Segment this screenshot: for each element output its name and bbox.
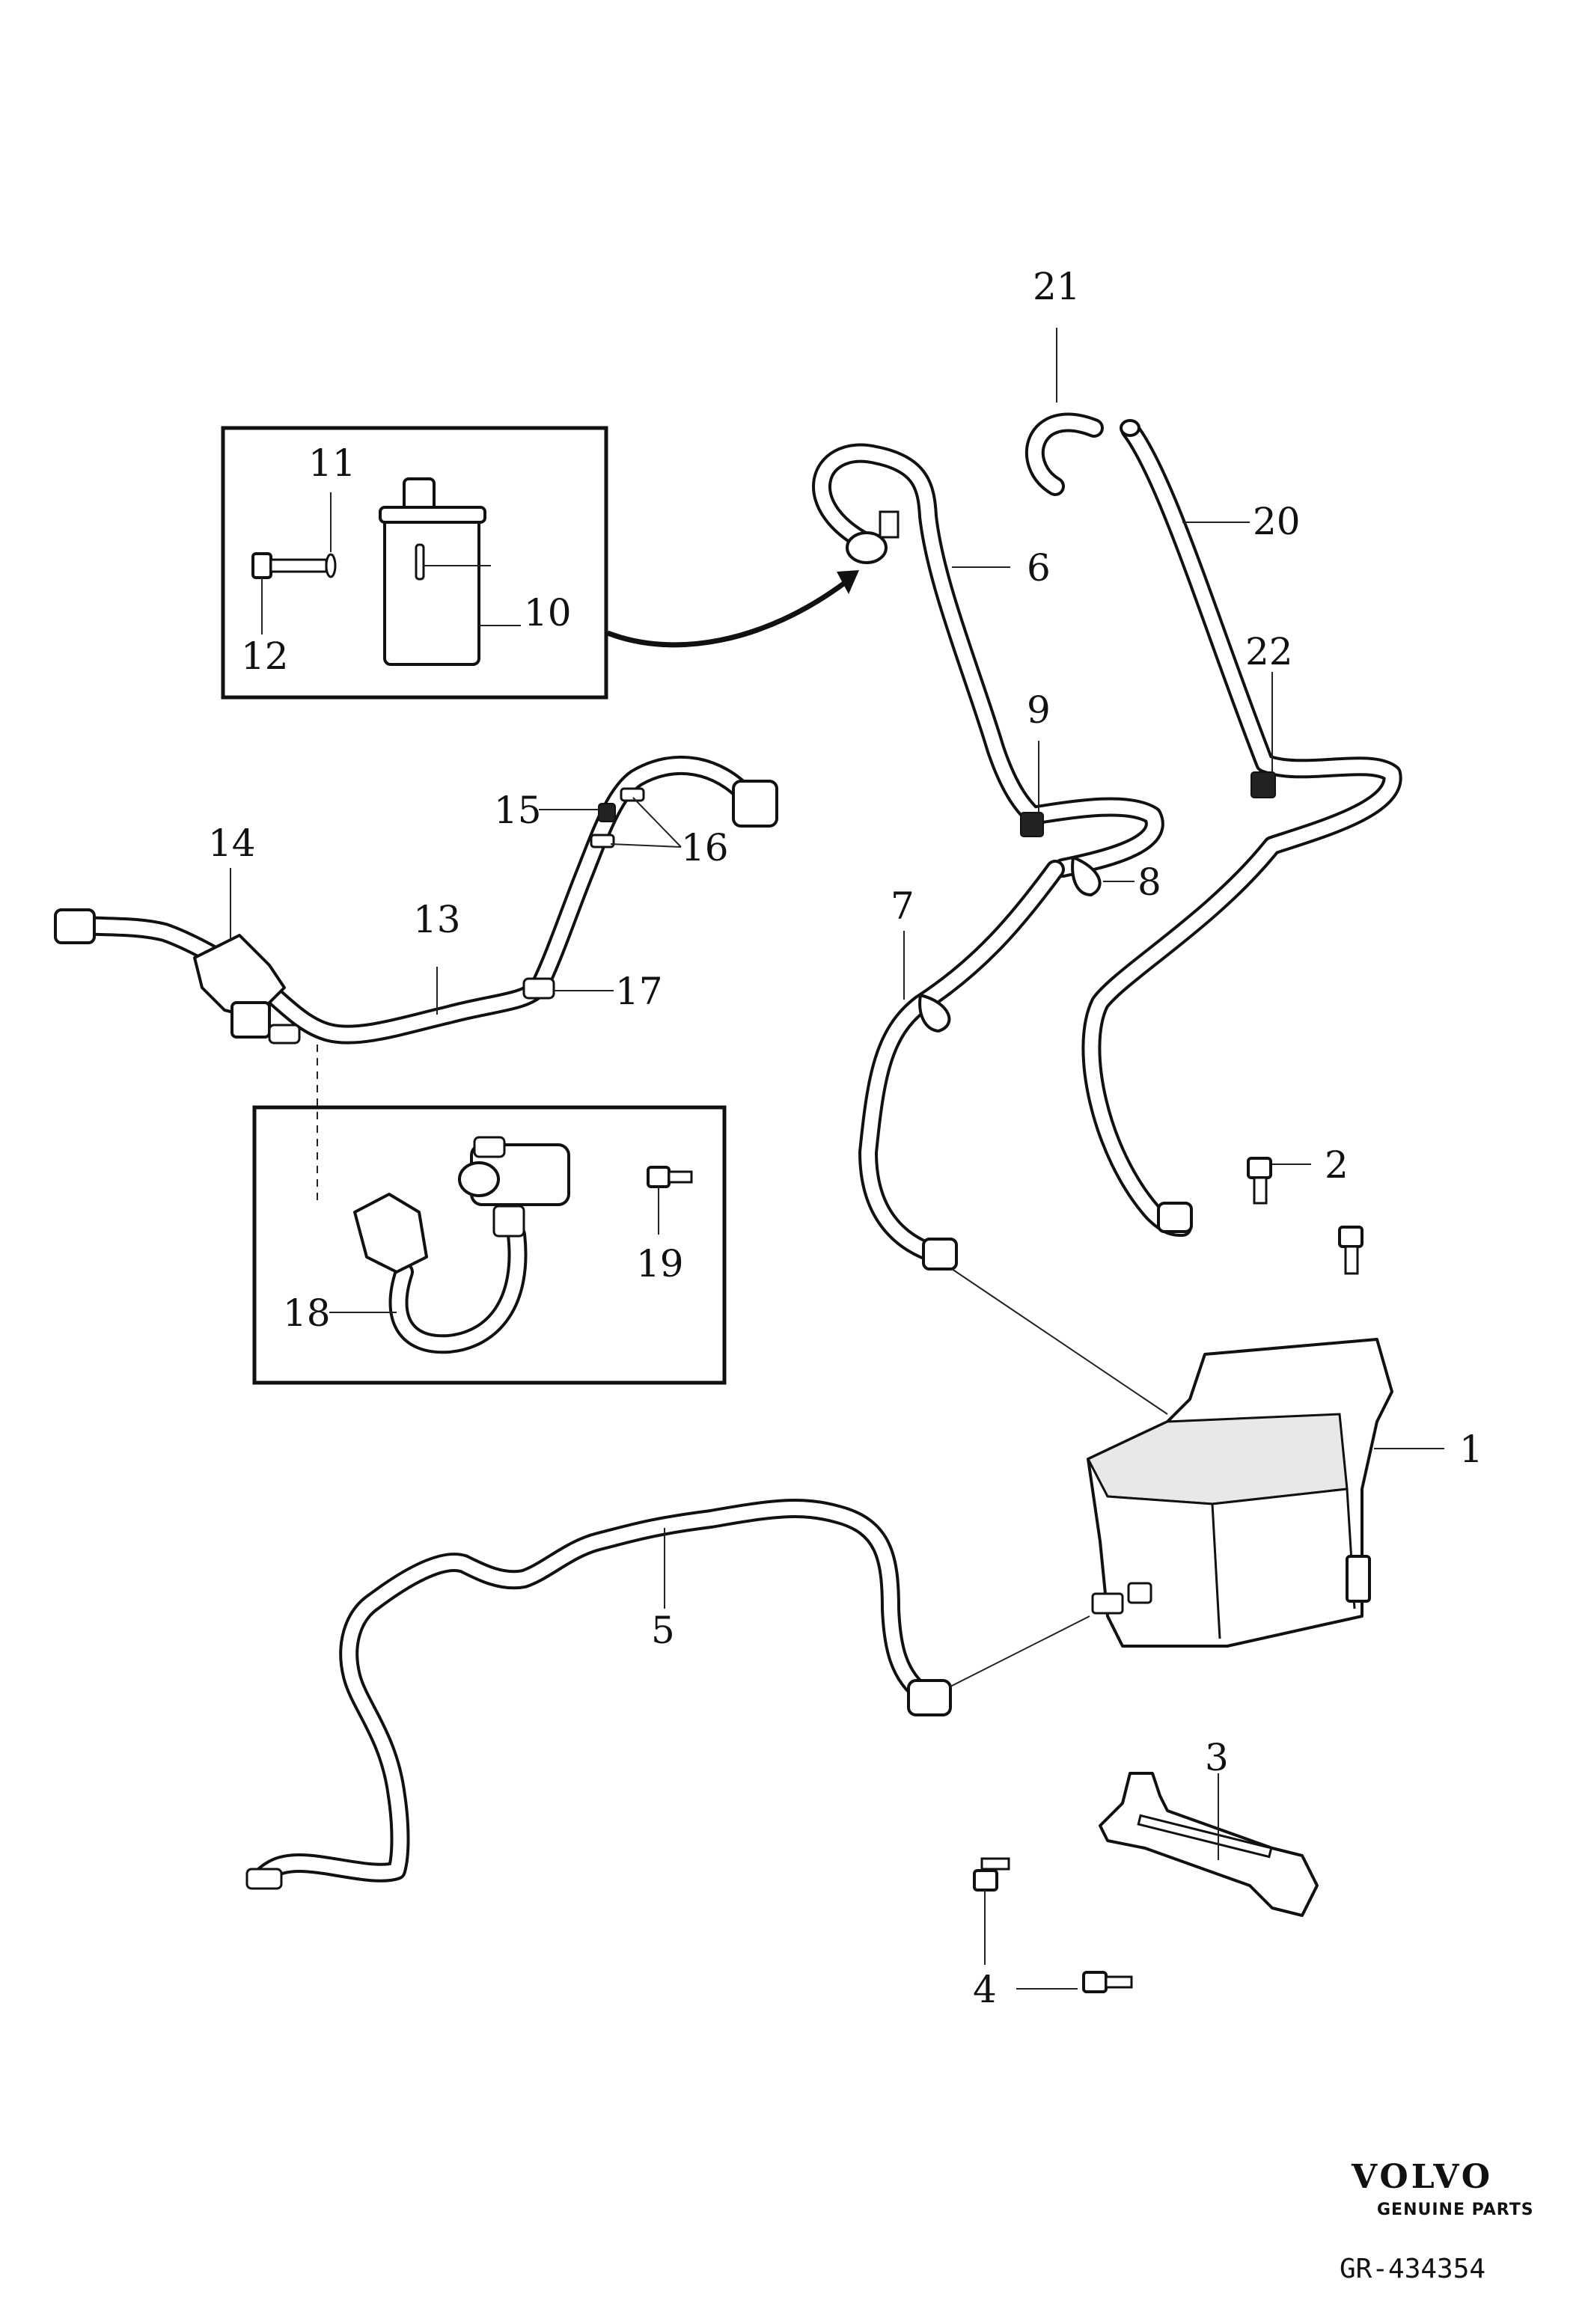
clip-15 (539, 803, 616, 822)
callout-18: 18 (283, 1291, 331, 1335)
brand-logo: VOLVO (1351, 2158, 1493, 2196)
callout-14: 14 (208, 822, 256, 865)
callout-10: 10 (524, 591, 572, 634)
detail-box-filter (221, 426, 608, 700)
clip-16 (590, 787, 682, 848)
callout-20: 20 (1253, 500, 1301, 543)
callout-7: 7 (891, 884, 914, 928)
callout-21: 21 (1033, 265, 1081, 308)
pump-assembly-part-18 (329, 1136, 570, 1354)
clip-17 (522, 977, 614, 1000)
clip-8 (1071, 856, 1135, 896)
canister-part-1 (1086, 1338, 1444, 1648)
hose-6 (812, 443, 1164, 878)
o-ring-part (325, 492, 337, 578)
callout-1: 1 (1459, 1428, 1483, 1471)
screw-part-2 (1247, 1157, 1364, 1275)
hose-7 (858, 860, 1065, 1270)
callout-6: 6 (1027, 546, 1051, 590)
callout-3: 3 (1205, 1736, 1229, 1779)
callout-9: 9 (1027, 688, 1051, 732)
hose-21 (1024, 328, 1104, 496)
valve-part-14 (193, 868, 301, 1045)
callout-22: 22 (1245, 630, 1293, 673)
clip-22 (1250, 672, 1276, 798)
callout-5: 5 (651, 1609, 675, 1652)
screw-part-19 (647, 1166, 693, 1235)
clip-7 (918, 994, 951, 1033)
callout-13: 13 (413, 898, 461, 941)
callout-17: 17 (615, 970, 663, 1013)
brand-subtitle: GENUINE PARTS (1377, 2201, 1534, 2219)
filter-housing-part (379, 477, 521, 666)
callout-2: 2 (1325, 1143, 1349, 1187)
hose-5 (245, 1499, 1090, 1890)
screw-part-12 (251, 552, 328, 634)
callout-11: 11 (308, 441, 356, 485)
arrow-pointer (606, 570, 859, 648)
callout-12: 12 (241, 634, 289, 678)
screw-part-4 (973, 1857, 1133, 1993)
bracket-part-3 (1099, 1772, 1319, 1917)
clip-9 (1020, 741, 1044, 837)
callout-4: 4 (973, 1968, 997, 2011)
callout-19: 19 (636, 1242, 684, 1285)
callout-15: 15 (494, 789, 542, 832)
hose-20 (1081, 419, 1402, 1237)
callout-8: 8 (1137, 860, 1161, 904)
callout-16: 16 (681, 826, 729, 869)
detail-box-pump (252, 1105, 727, 1385)
figure-reference: GR-434354 (1340, 2254, 1485, 2284)
